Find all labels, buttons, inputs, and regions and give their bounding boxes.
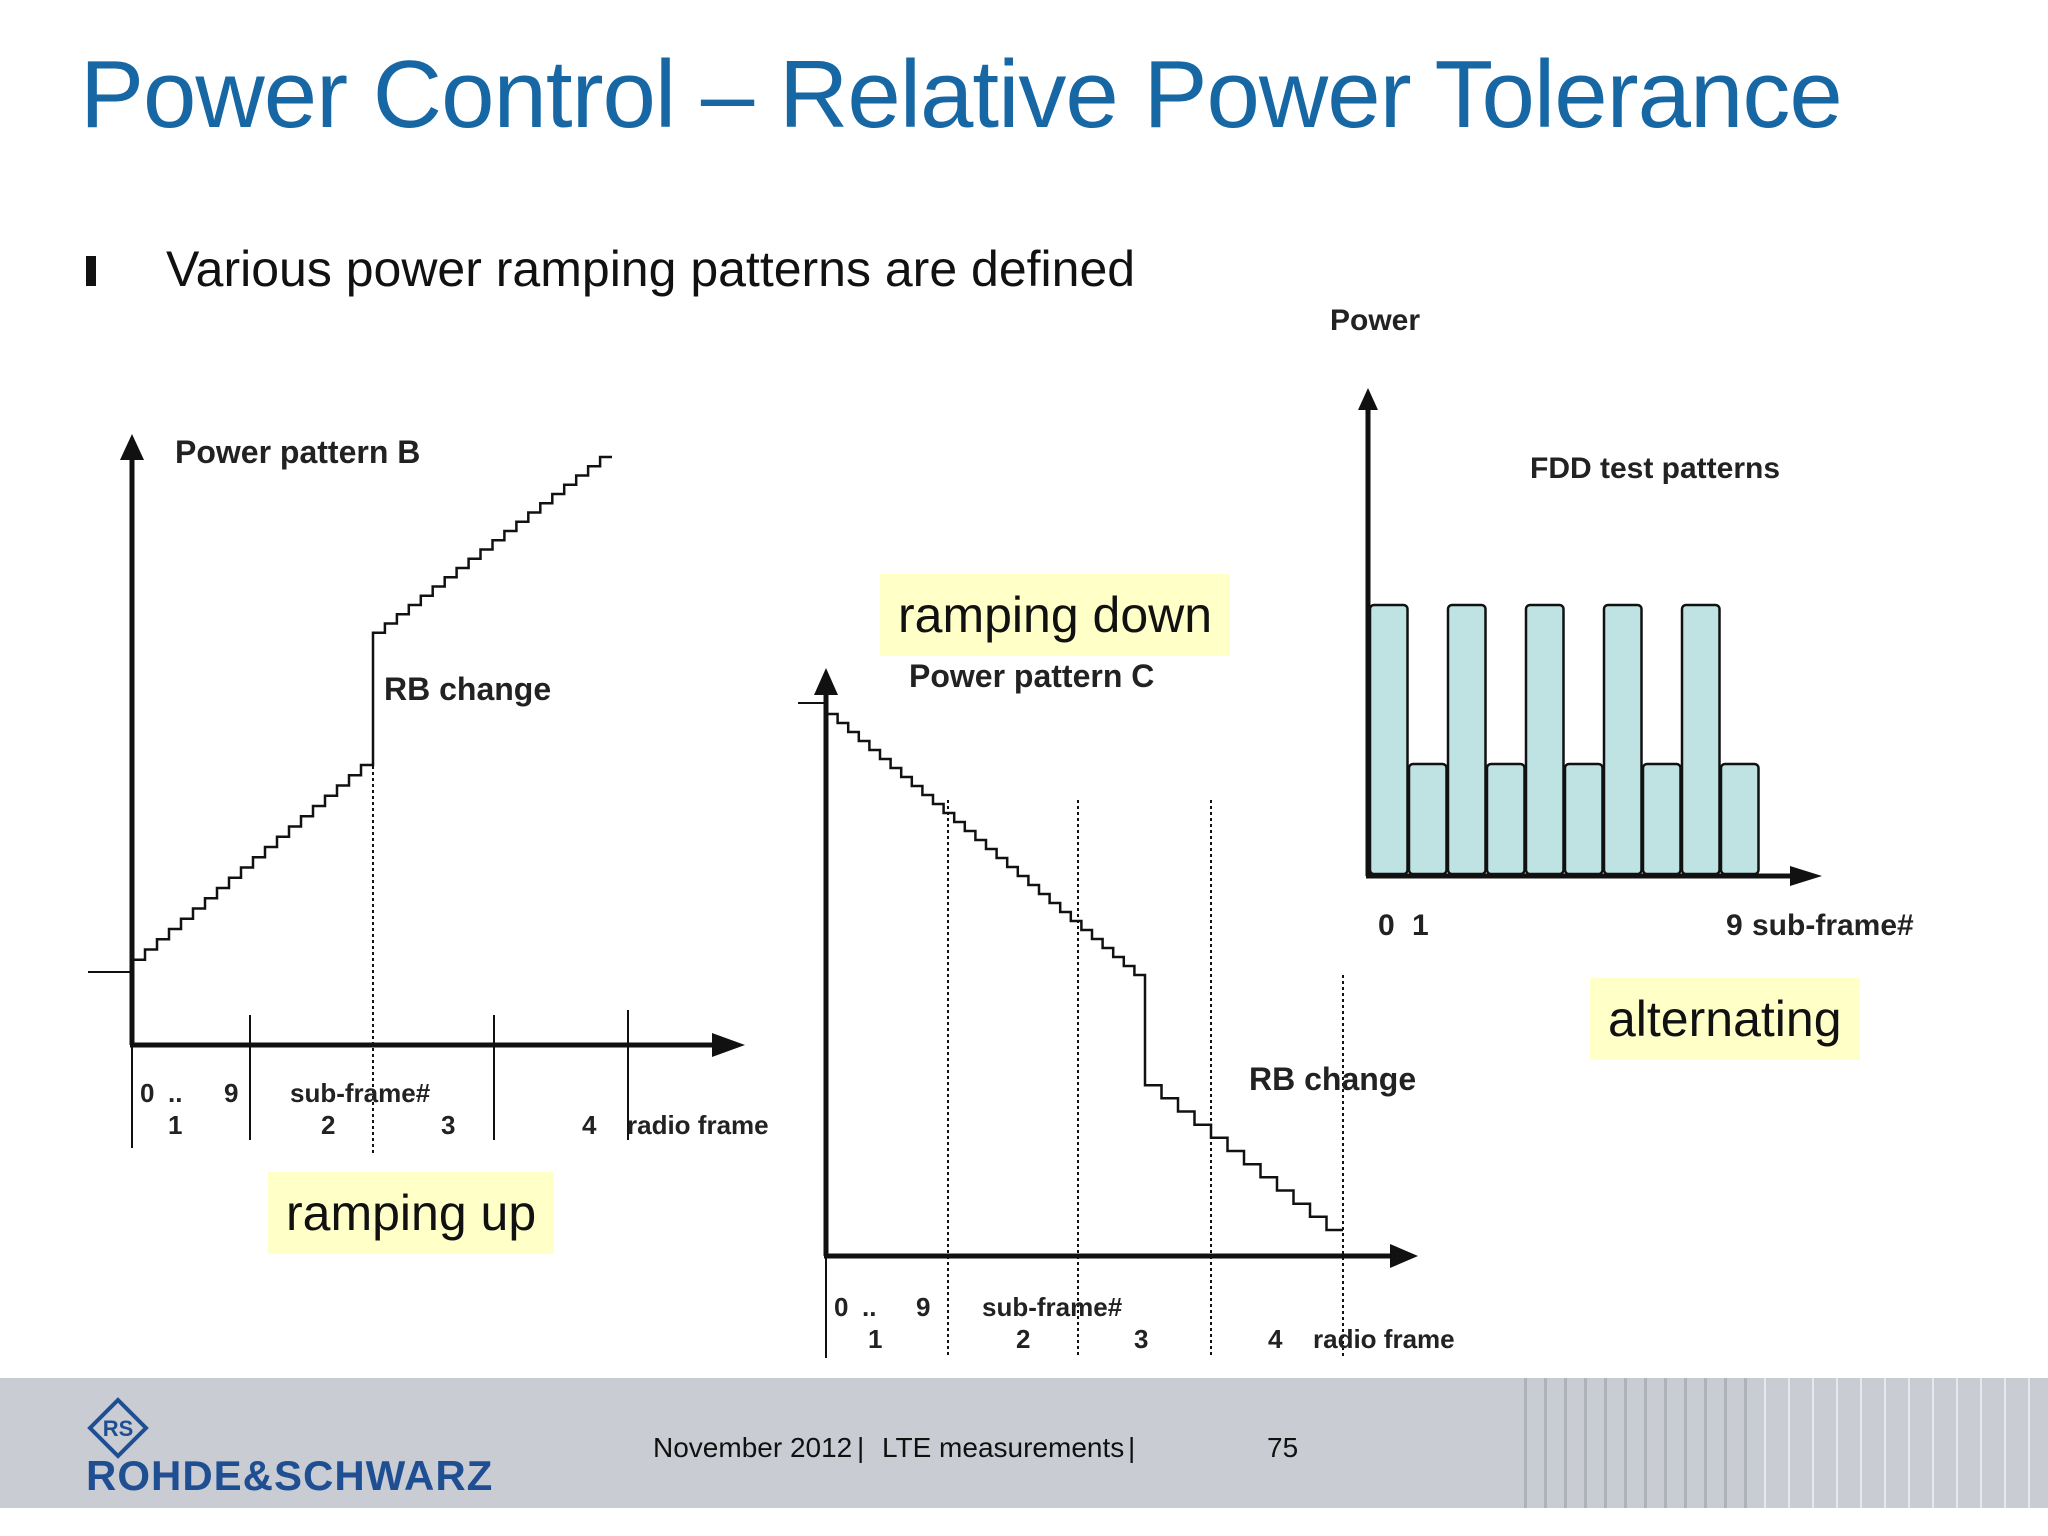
fdd-bar-low [1407,762,1448,876]
footer-separator: | [1128,1432,1136,1463]
callout-alternating: alternating [1590,978,1860,1060]
fdd-x-start: 0 [1378,909,1395,942]
footer-stripe [1836,1378,1838,1508]
footer-stripe [1744,1378,1747,1508]
footer-stripe [1980,1378,1982,1508]
b-title: Power pattern B [175,434,420,470]
fdd-bar-high [1680,603,1721,876]
company-logo-text: ROHDE&SCHWARZ [86,1452,494,1499]
b-frame-label-1: 1 [168,1110,182,1140]
c-power-staircase [825,705,1343,1232]
fdd-bar-high [1524,603,1565,876]
footer-stripe [2028,1378,2030,1508]
footer-stripe [1908,1378,1910,1508]
footer-stripe [1644,1378,1647,1508]
c-y-arrow [814,668,838,695]
b-sub-dots: .. [168,1078,182,1108]
fdd-title: FDD test patterns [1530,452,1780,485]
fdd-y-arrow [1358,388,1378,410]
footer-stripe [1584,1378,1587,1508]
footer-stripe [1764,1378,1766,1508]
fdd-x-second: 1 [1412,909,1429,942]
fdd-bar-high [1368,603,1409,876]
b-sub-end: 9 [224,1078,238,1108]
b-sub-frame-label: sub-frame# [290,1078,431,1108]
footer-stripe [1932,1378,1934,1508]
b-frame-label-3: 3 [441,1110,455,1140]
fdd-y-label: Power [1330,304,1420,337]
b-power-staircase [131,455,612,970]
fdd-x-arrow [1790,866,1822,886]
fdd-bar-low [1485,762,1526,876]
c-rb-change-label: RB change [1249,1061,1416,1097]
footer-date: November 2012 [653,1432,853,1463]
b-sub-start: 0 [140,1078,154,1108]
footer-stripe [2004,1378,2006,1508]
fdd-bar-low [1719,762,1760,876]
footer-stripe [1724,1378,1727,1508]
footer-stripe [1956,1378,1958,1508]
bullet-text: Various power ramping patterns are defin… [166,241,1136,297]
footer-stripe [1812,1378,1814,1508]
footer-stripe [1604,1378,1607,1508]
footer-stripe [1624,1378,1627,1508]
c-frame-label-3: 3 [1134,1324,1148,1354]
page-number: 75 [1267,1432,1299,1463]
c-sub-dots: .. [862,1292,876,1322]
callout-ramping-down: ramping down [880,574,1231,656]
footer-stripe [1884,1378,1886,1508]
footer-separator: | [857,1432,865,1463]
fdd-bars [1368,603,1760,876]
callout-ramping-up: ramping up [268,1172,555,1254]
c-title: Power pattern C [909,658,1154,694]
c-x-arrow [1390,1244,1418,1268]
b-radio-frame-label: radio frame [627,1110,769,1140]
b-rb-change-label: RB change [384,671,551,707]
c-frame-label-4: 4 [1268,1324,1283,1354]
fdd-x-end: 9 [1726,909,1743,942]
footer-stripe [1704,1378,1707,1508]
c-sub-start: 0 [834,1292,848,1322]
footer-stripe [1664,1378,1667,1508]
c-radio-frame-label: radio frame [1313,1324,1455,1354]
b-x-arrow [712,1033,745,1057]
fdd-x-label: sub-frame# [1752,909,1914,942]
fdd-bar-low [1641,762,1682,876]
b-frame-label-2: 2 [321,1110,335,1140]
fdd-bar-low [1563,762,1604,876]
footer-stripe [1564,1378,1567,1508]
c-sub-frame-label: sub-frame# [982,1292,1123,1322]
footer-stripes [1524,1378,2030,1508]
b-frame-label-4: 4 [582,1110,597,1140]
fdd-bar-high [1446,603,1487,876]
rs-logo-letters: RS [103,1416,134,1441]
footer-stripe [1788,1378,1790,1508]
footer-topic: LTE measurements [882,1432,1125,1463]
footer-stripe [1860,1378,1862,1508]
fdd-bar-high [1602,603,1643,876]
slide-title: Power Control – Relative Power Tolerance [80,41,1843,148]
b-y-arrow [120,434,144,460]
rs-logo-icon: RS [87,1397,149,1459]
footer-stripe [1524,1378,1527,1508]
footer-stripe [1544,1378,1547,1508]
c-frame-label-2: 2 [1016,1324,1030,1354]
c-frame-label-1: 1 [868,1324,882,1354]
footer-stripe [1684,1378,1687,1508]
bullet-marker [86,256,96,286]
c-sub-end: 9 [916,1292,930,1322]
